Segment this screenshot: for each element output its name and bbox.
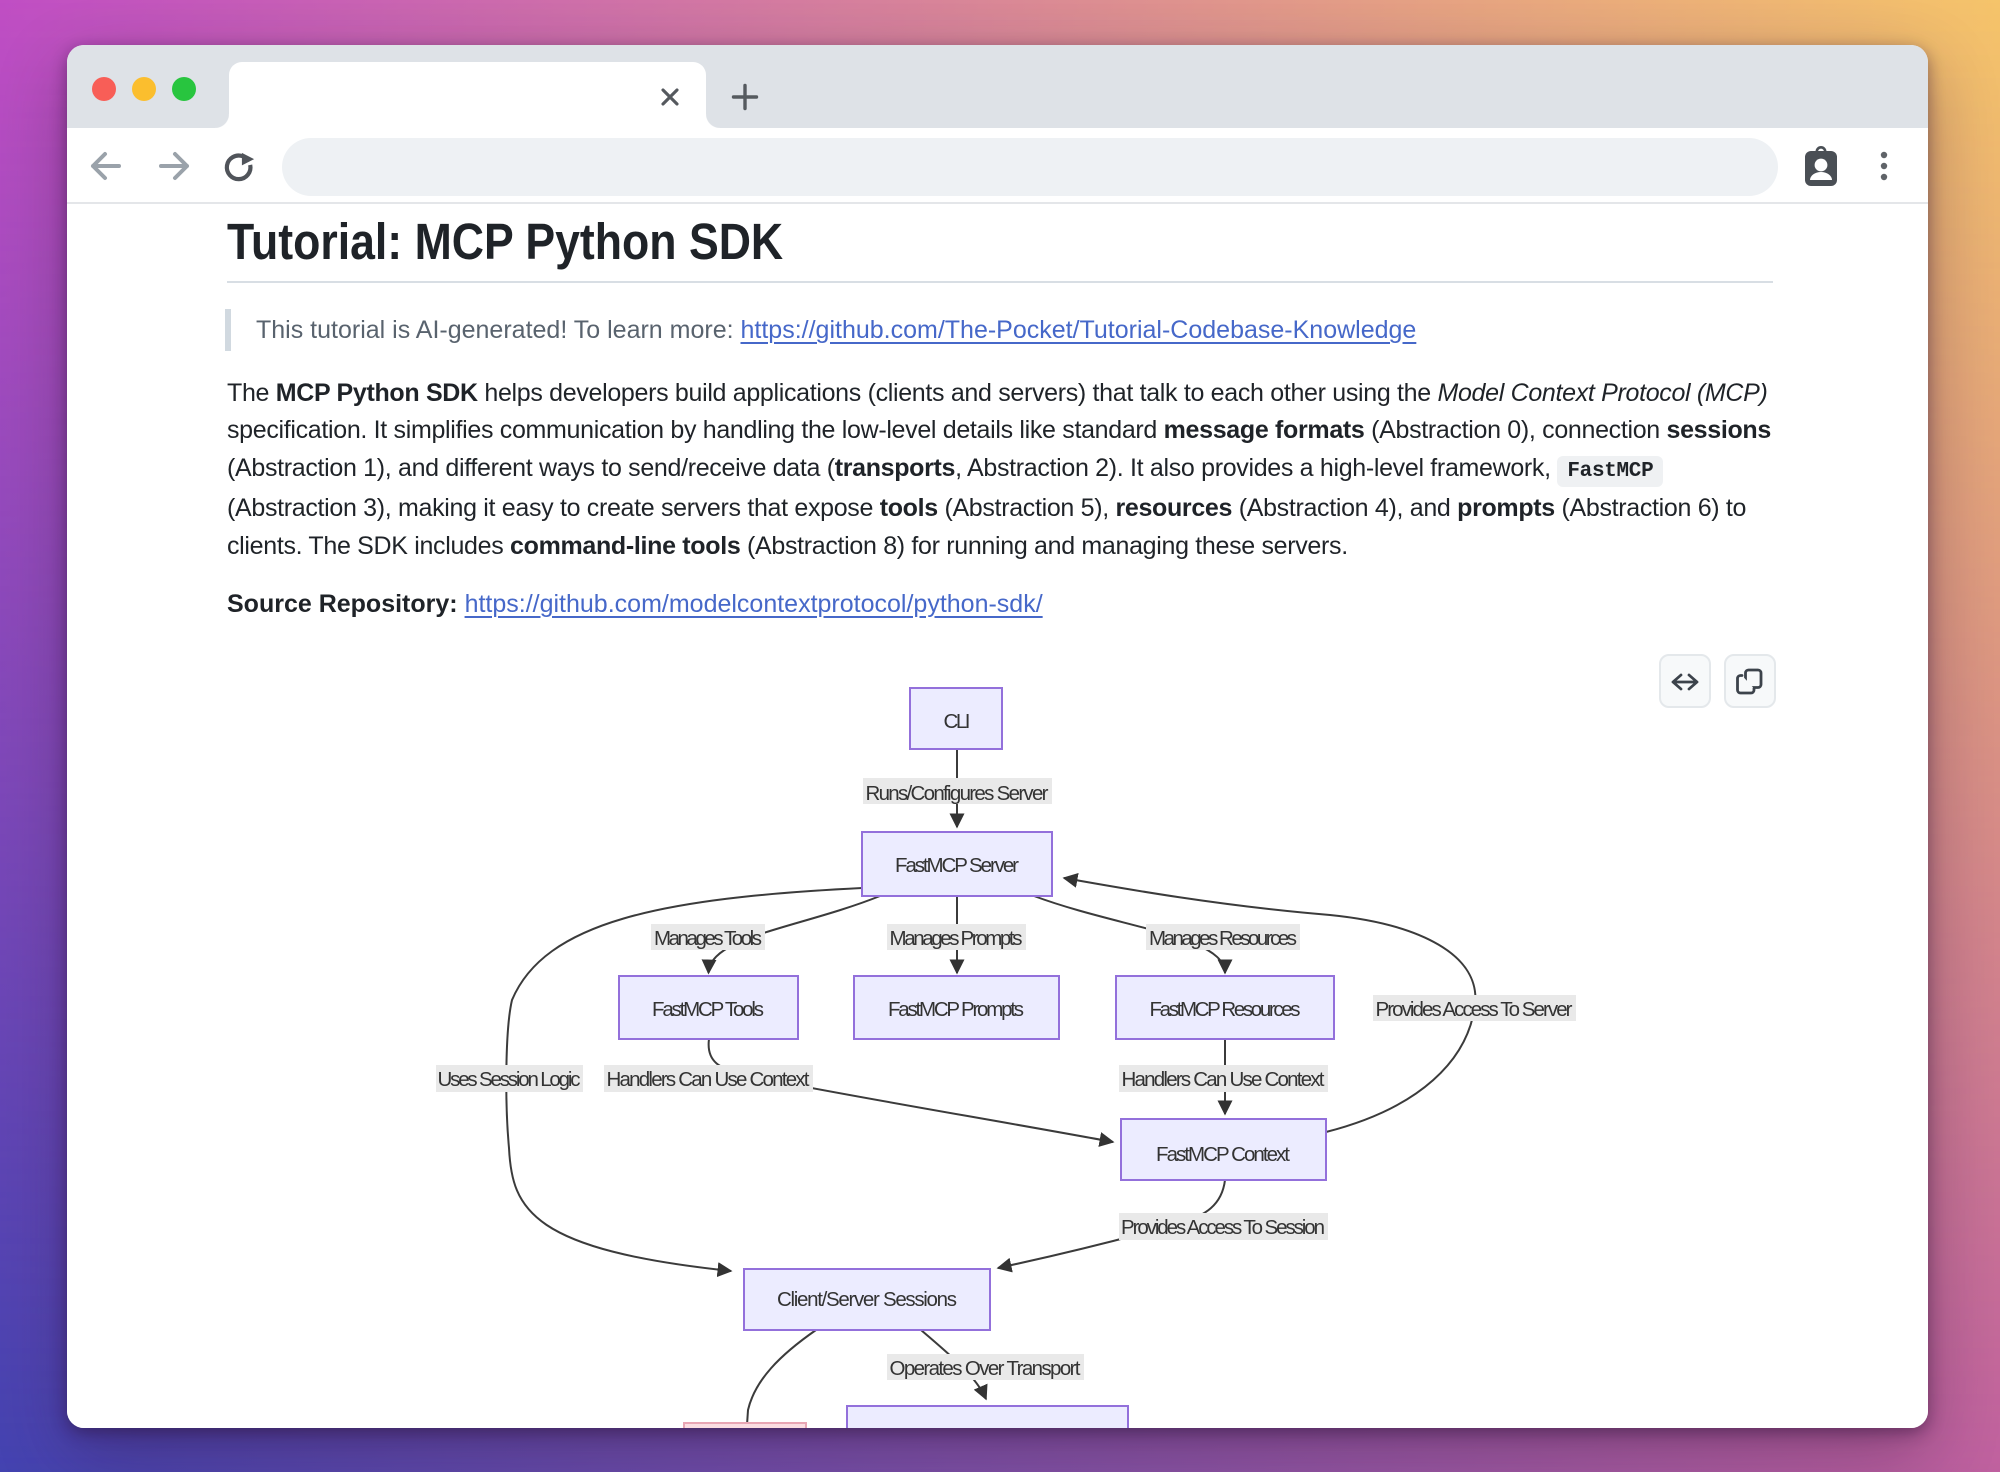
svg-text:Manages Resources: Manages Resources <box>1149 927 1297 950</box>
svg-text:Manages Tools: Manages Tools <box>654 927 762 950</box>
svg-text:Manages Prompts: Manages Prompts <box>890 927 1023 950</box>
svg-text:FastMCP Server: FastMCP Server <box>895 854 1019 877</box>
svg-text:FastMCP Tools: FastMCP Tools <box>652 998 764 1021</box>
svg-text:Handlers Can Use Context: Handlers Can Use Context <box>607 1068 810 1091</box>
svg-text:Uses Session Logic: Uses Session Logic <box>438 1068 581 1091</box>
svg-text:FastMCP Context: FastMCP Context <box>1156 1143 1290 1166</box>
svg-text:FastMCP Prompts: FastMCP Prompts <box>888 998 1024 1021</box>
svg-text:CLI: CLI <box>944 710 971 733</box>
svg-text:Provides Access To Session: Provides Access To Session <box>1121 1216 1325 1239</box>
svg-text:Client/Server Sessions: Client/Server Sessions <box>777 1288 957 1311</box>
svg-text:Handlers Can Use Context: Handlers Can Use Context <box>1122 1068 1325 1091</box>
svg-text:Operates Over Transport: Operates Over Transport <box>890 1357 1081 1380</box>
svg-text:Runs/Configures Server: Runs/Configures Server <box>866 782 1049 805</box>
svg-text:FastMCP Resources: FastMCP Resources <box>1150 998 1301 1021</box>
svg-text:Provides Access To Server: Provides Access To Server <box>1376 998 1573 1021</box>
